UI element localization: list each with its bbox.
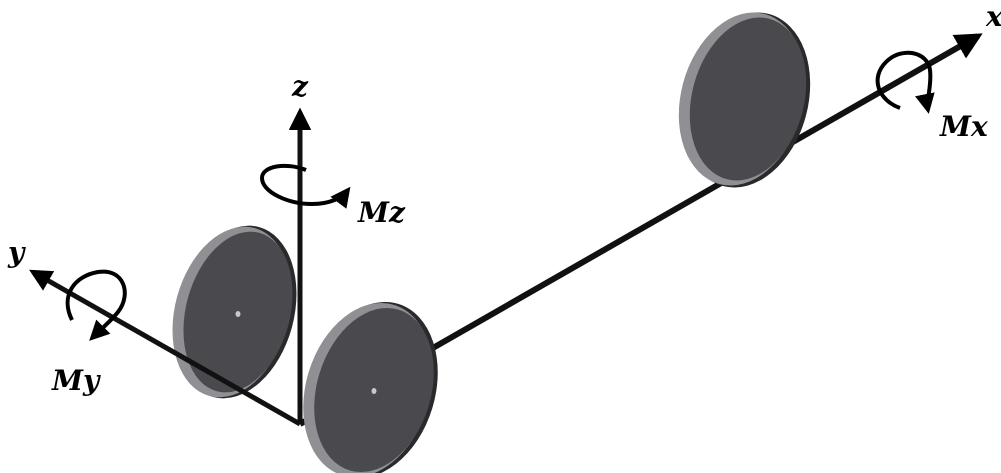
hub-dot [235, 311, 241, 317]
mz-moment-arrow [259, 163, 351, 209]
y-axis-label: y [7, 236, 26, 269]
y-axis-line [29, 269, 302, 427]
rear-right-wheel [303, 301, 438, 473]
hub-dot [371, 388, 377, 394]
my-moment-arrow [65, 269, 127, 341]
rear-left-wheel [172, 225, 297, 399]
my-label: My [51, 364, 101, 397]
x-axis-label: x [985, 0, 1001, 33]
mx-label: Mx [939, 110, 988, 143]
mx-moment-arrow [875, 50, 935, 114]
mz-label: Mz [357, 196, 406, 229]
front-wheel [678, 12, 811, 188]
z-axis-label: z [291, 70, 309, 103]
